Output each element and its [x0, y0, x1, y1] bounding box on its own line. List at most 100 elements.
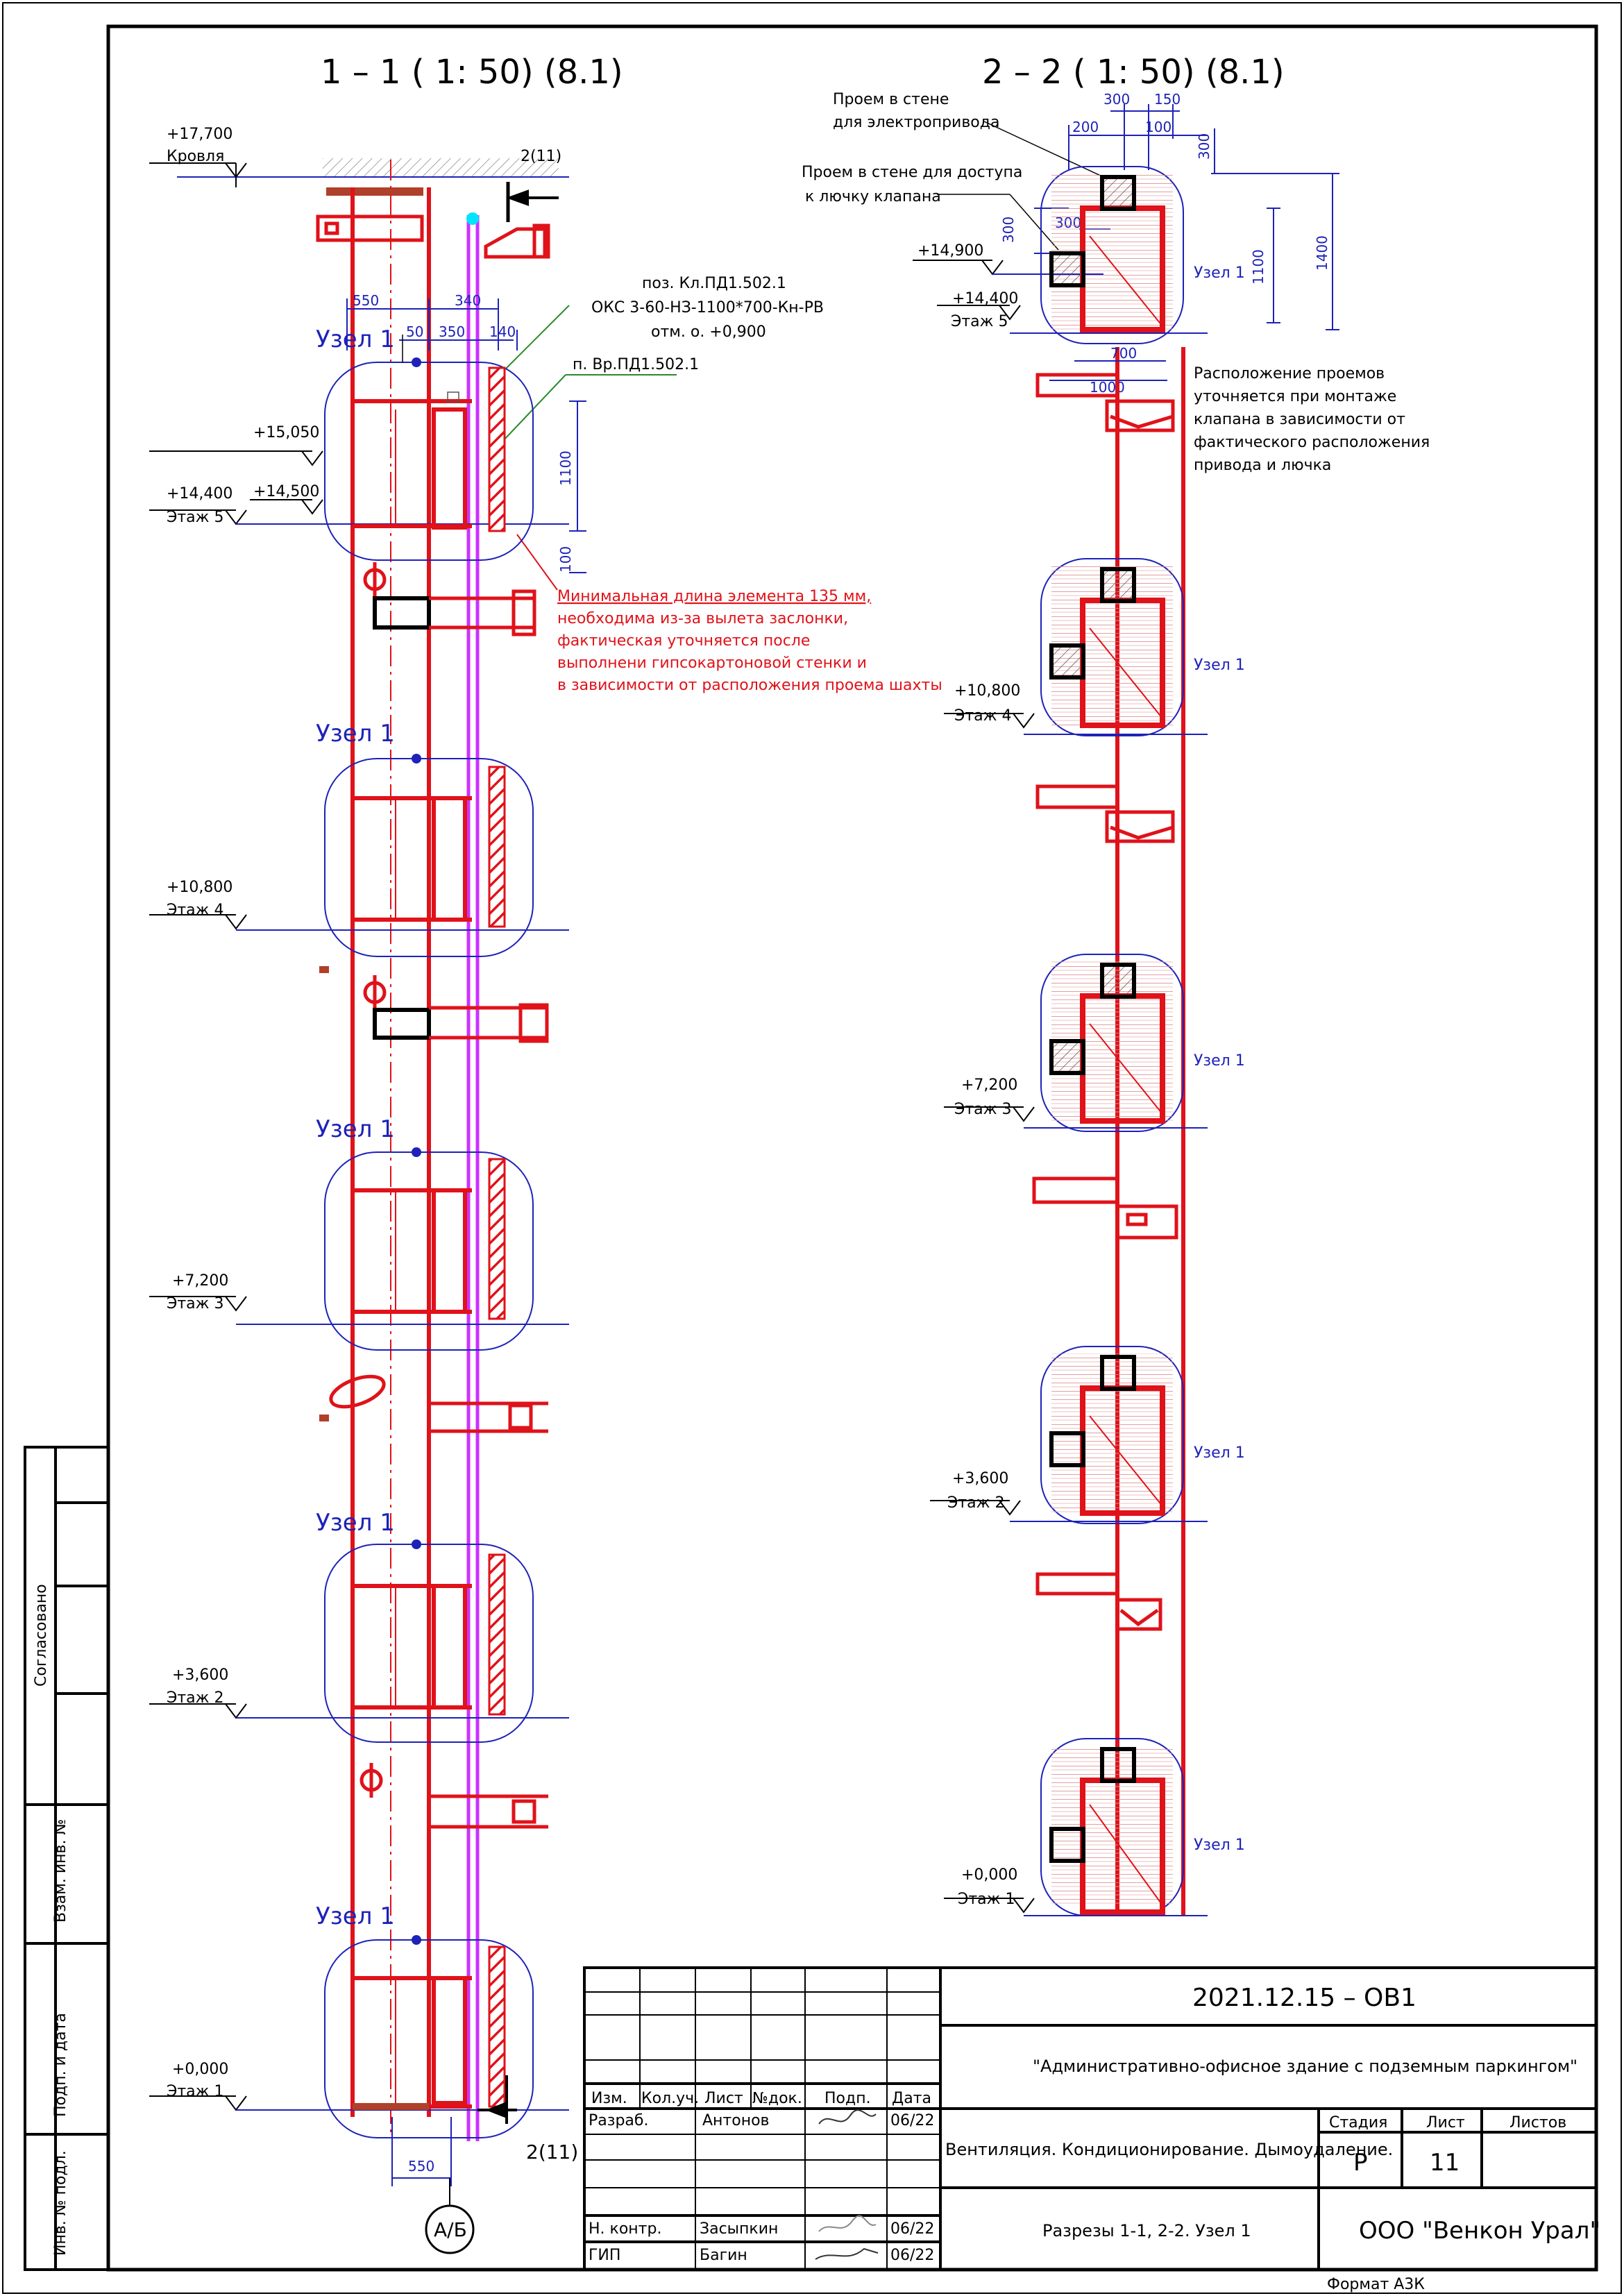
level-mark-roof: +17,700	[167, 126, 232, 143]
note-drive-2: для электропривода	[833, 114, 999, 131]
level2-mark-0000: +0,000	[961, 1866, 1017, 1884]
note-hatch-1: Проем в стене для доступа	[802, 164, 1022, 181]
node2-floor1	[1040, 1738, 1184, 1916]
cut-marker-top	[506, 189, 559, 206]
tb-role-nkontr: Н. контр.	[589, 2220, 661, 2238]
dim-550-bottom: 550	[408, 2158, 434, 2175]
level-name-floor4: Этаж 4	[167, 902, 223, 919]
tb-hdr-podp: Подп.	[824, 2090, 871, 2107]
level-mark-7200: +7,200	[172, 1272, 228, 1290]
side-stamp	[24, 1446, 110, 2271]
level2-mark-14400: +14,400	[952, 290, 1018, 307]
branches-2	[1032, 373, 1178, 1631]
dim-340: 340	[455, 292, 481, 309]
tb-stage-val: Р	[1353, 2149, 1368, 2177]
tb-hdr-sheets: Листов	[1509, 2114, 1566, 2132]
tb-sheet-name: Разрезы 1-1, 2-2. Узел 1	[1042, 2221, 1251, 2240]
cut-marker-bottom	[477, 2075, 517, 2124]
inner-frame	[106, 24, 1598, 2272]
section1-title: 1 – 1 ( 1: 50) (8.1)	[321, 53, 623, 92]
dim-350: 350	[439, 323, 465, 340]
callout-valve-1: поз. Кл.ПД1.502.1	[642, 275, 786, 292]
level-name-floor2: Этаж 2	[167, 1689, 223, 1707]
dim-1100-s1: 1100	[557, 450, 574, 486]
node-label-s1-4: Узел 1	[316, 720, 395, 748]
node2-floor4	[1040, 558, 1184, 736]
level-name-roof: Кровля	[167, 148, 224, 165]
dim-50: 50	[406, 323, 423, 340]
dim2-300c: 300	[1000, 217, 1017, 243]
callout-valve-2: ОКС 3-60-НЗ-1100*700-Кн-РВ	[591, 299, 824, 316]
cut-label-bottom: 2(11)	[526, 2141, 578, 2163]
dim2-700: 700	[1110, 345, 1137, 362]
tb-role-gip: ГИП	[589, 2247, 620, 2264]
level2-mark-10800: +10,800	[954, 682, 1020, 700]
tb-role-dev: Разраб.	[589, 2112, 648, 2129]
tb-hdr-kol: Кол.уч.	[641, 2090, 699, 2107]
tb-date-gip: 06/22	[890, 2247, 934, 2264]
dim2-1100: 1100	[1250, 249, 1267, 285]
floor-lines-1	[236, 523, 569, 2111]
level-mark-14400: +14,400	[167, 485, 232, 503]
signatures	[815, 2109, 879, 2260]
tb-hdr-ndoc: №док.	[752, 2090, 802, 2107]
roof-slab	[177, 158, 569, 196]
level-mark-10800: +10,800	[167, 879, 232, 896]
tb-name-nkontr: Засыпкин	[700, 2220, 778, 2238]
note-layout-1: Расположение проемов	[1194, 365, 1385, 382]
red-note-leader	[516, 534, 558, 591]
tb-project: "Административно-офисное здание с подзем…	[1033, 2057, 1578, 2076]
level-markers-1	[149, 162, 323, 2111]
node2-label-5: Узел 1	[1194, 264, 1245, 282]
note-layout-2: уточняется при монтаже	[1194, 388, 1396, 405]
note-hatch-leader-2	[1009, 194, 1059, 251]
roof-fan	[316, 182, 550, 259]
node-label-s1-3: Узел 1	[316, 1115, 395, 1143]
note-drive-leader	[983, 121, 1104, 178]
node-block-1-2	[324, 1539, 534, 1743]
signature-dev	[818, 2109, 877, 2125]
tb-hdr-sheet: Лист	[1426, 2114, 1465, 2132]
cut-label-top: 2(11)	[521, 148, 561, 165]
branches-1	[319, 562, 549, 1829]
node2-floor2	[1040, 1346, 1184, 1524]
tb-name-dev: Антонов	[702, 2112, 770, 2129]
level2-name-floor3: Этаж 3	[954, 1101, 1011, 1118]
side-inv-replace: Взам. инв. №	[52, 1819, 69, 1923]
callout-valve-3: отм. о. +0,900	[651, 323, 766, 341]
dim-140: 140	[489, 323, 516, 340]
callout-grille: п. Вр.ПД1.502.1	[573, 356, 699, 373]
level-name-floor5: Этаж 5	[167, 509, 223, 526]
node-block-1-1	[324, 1935, 534, 2138]
node2-label-2: Узел 1	[1194, 1444, 1245, 1462]
tb-name-gip: Багин	[700, 2247, 747, 2264]
tb-doc-code: 2021.12.15 – ОВ1	[1192, 1984, 1416, 2012]
tb-date-nkontr: 06/22	[890, 2220, 934, 2238]
tb-hdr-list: Лист	[704, 2090, 743, 2107]
node-label-s1-5: Узел 1	[316, 326, 395, 353]
riser-pipe	[466, 212, 480, 2141]
dim2-1400: 1400	[1314, 235, 1330, 271]
level-name-floor3: Этаж 3	[167, 1295, 223, 1312]
node2-label-4: Узел 1	[1194, 657, 1245, 674]
tb-sheet-val: 11	[1430, 2149, 1460, 2177]
dim2-300b: 300	[1196, 133, 1212, 160]
node2-floor3	[1040, 954, 1184, 1132]
node-block-1-5	[324, 335, 534, 561]
tb-hdr-data: Дата	[892, 2090, 931, 2107]
level-mark-15050: +15,050	[253, 424, 319, 441]
red-note-3: фактическая уточняется после	[557, 632, 810, 650]
side-agreed: Согласовано	[33, 1584, 50, 1687]
note-layout-3: клапана в зависимости от	[1194, 411, 1405, 428]
tb-hdr-stage: Стадия	[1329, 2114, 1387, 2132]
tb-date-dev: 06/22	[890, 2112, 934, 2129]
title-block	[583, 1966, 1598, 2271]
dim2-300a: 300	[1103, 91, 1130, 108]
node2-floor5	[1040, 166, 1184, 344]
dim2-200: 200	[1072, 119, 1099, 135]
dims-1	[346, 298, 586, 2186]
tb-company: ООО "Венкон Урал"	[1359, 2217, 1600, 2245]
dim2-150: 150	[1154, 91, 1181, 108]
side-sign-date: Подп. и дата	[52, 2013, 69, 2117]
